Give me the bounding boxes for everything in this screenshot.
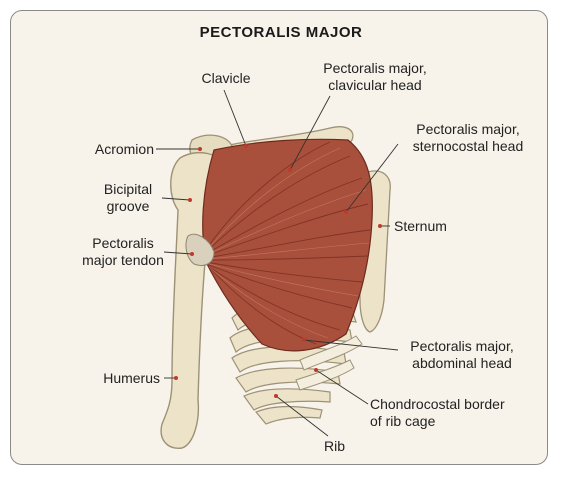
label-sternocostal-head: Pectoralis major, sternocostal head — [388, 121, 548, 155]
label-chondrocostal-border: Chondrocostal border of rib cage — [370, 396, 540, 430]
label-bicipital-groove: Bicipital groove — [88, 181, 168, 215]
label-acromion: Acromion — [56, 141, 154, 158]
label-clavicular-head: Pectoralis major, clavicular head — [290, 60, 460, 94]
label-abdominal-head: Pectoralis major, abdominal head — [392, 338, 532, 372]
label-tendon: Pectoralis major tendon — [68, 235, 178, 269]
pectoralis-major-muscle — [203, 139, 373, 351]
label-clavicle: Clavicle — [176, 70, 276, 87]
label-sternum: Sternum — [394, 218, 484, 235]
label-humerus: Humerus — [60, 370, 160, 387]
label-rib: Rib — [324, 438, 364, 455]
